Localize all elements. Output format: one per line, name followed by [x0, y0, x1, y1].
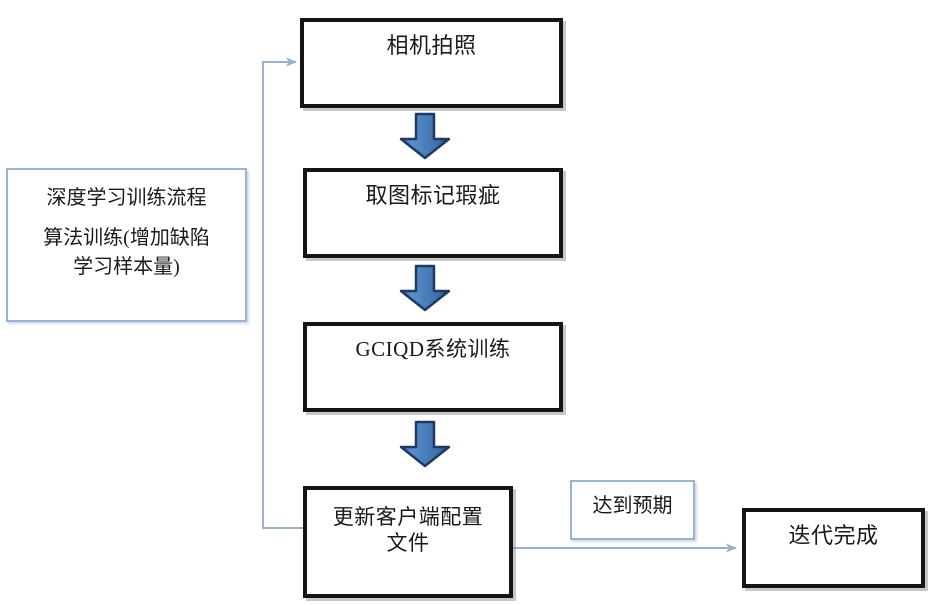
node-update-client-config-label: 更新客户端配置 文件 [332, 505, 484, 556]
node-gciqd-system-training[interactable]: GCIQD系统训练 [303, 322, 563, 412]
node-camera-capture-label: 相机拍照 [386, 33, 477, 58]
info-line-3: 学习样本量) [73, 255, 180, 278]
info-box-training-process: 深度学习训练流程算法训练(增加缺陷学习样本量) [6, 168, 247, 322]
down-arrow-icon-1 [399, 112, 451, 160]
node-iteration-complete-label: 迭代完成 [788, 523, 879, 548]
down-arrow-icon-3 [399, 420, 451, 468]
node-gciqd-system-training-label: GCIQD系统训练 [355, 337, 511, 361]
down-arrow-icon-2 [399, 264, 451, 312]
node-mark-defects-label: 取图标记瑕疵 [365, 183, 501, 208]
edge-label-meets-expectation-text: 达到预期 [592, 495, 673, 517]
node-mark-defects[interactable]: 取图标记瑕疵 [303, 168, 563, 258]
node-update-client-config[interactable]: 更新客户端配置 文件 [303, 486, 513, 598]
edge-label-meets-expectation: 达到预期 [570, 480, 695, 540]
info-line-1: 深度学习训练流程 [46, 187, 207, 209]
node-camera-capture[interactable]: 相机拍照 [300, 18, 563, 108]
info-line-2: 算法训练(增加缺陷 [43, 227, 210, 250]
feedback-loop-line [262, 57, 303, 529]
node-iteration-complete[interactable]: 迭代完成 [742, 508, 925, 588]
info-box-text: 深度学习训练流程算法训练(增加缺陷学习样本量) [43, 184, 210, 320]
info-spacer [43, 212, 210, 224]
